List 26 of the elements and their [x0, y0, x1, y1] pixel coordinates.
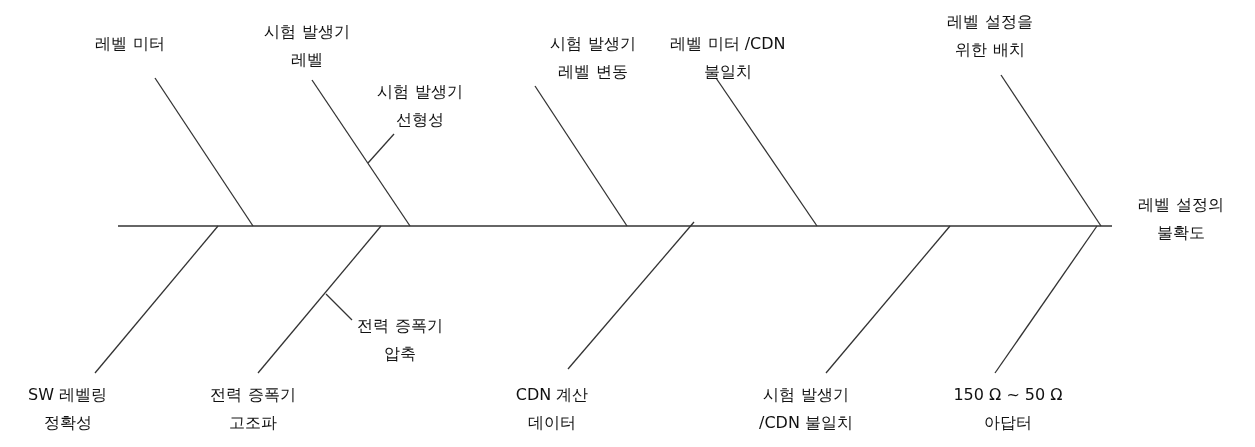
- effect-label: 레벨 설정의 불확도: [1137, 194, 1225, 244]
- cause-label: 레벨 미터 /CDN 불일치: [669, 33, 787, 83]
- sub-cause-line: [367, 133, 395, 164]
- cause-label: 시험 발생기 /CDN 불일치: [758, 384, 854, 434]
- cause-label: 레벨 설정을 위한 배치: [946, 11, 1034, 61]
- cause-label: 전력 증폭기 고조파: [209, 384, 297, 434]
- cause-line: [154, 77, 254, 227]
- cause-label: 시험 발생기 레벨: [263, 21, 351, 71]
- cause-line: [567, 221, 695, 370]
- cause-label: 전력 증폭기 압축: [356, 315, 444, 365]
- cause-line: [715, 77, 818, 227]
- cause-label: 시험 발생기 선형성: [376, 81, 464, 131]
- cause-label: 시험 발생기 레벨 변동: [549, 33, 637, 83]
- cause-line: [994, 225, 1098, 374]
- cause-label: SW 레벨링 정확성: [26, 384, 109, 434]
- cause-line: [825, 225, 951, 374]
- cause-label: 레벨 미터: [95, 33, 165, 55]
- sub-cause-line: [325, 293, 353, 321]
- cause-line: [534, 85, 628, 227]
- spine-line: [117, 225, 1113, 227]
- cause-label: 150 Ω ~ 50 Ω 아답터: [952, 384, 1064, 434]
- cause-line: [94, 225, 219, 374]
- cause-label: CDN 계산 데이터: [514, 384, 590, 434]
- cause-line: [257, 225, 382, 374]
- cause-line: [1000, 74, 1102, 227]
- cause-line: [311, 79, 411, 227]
